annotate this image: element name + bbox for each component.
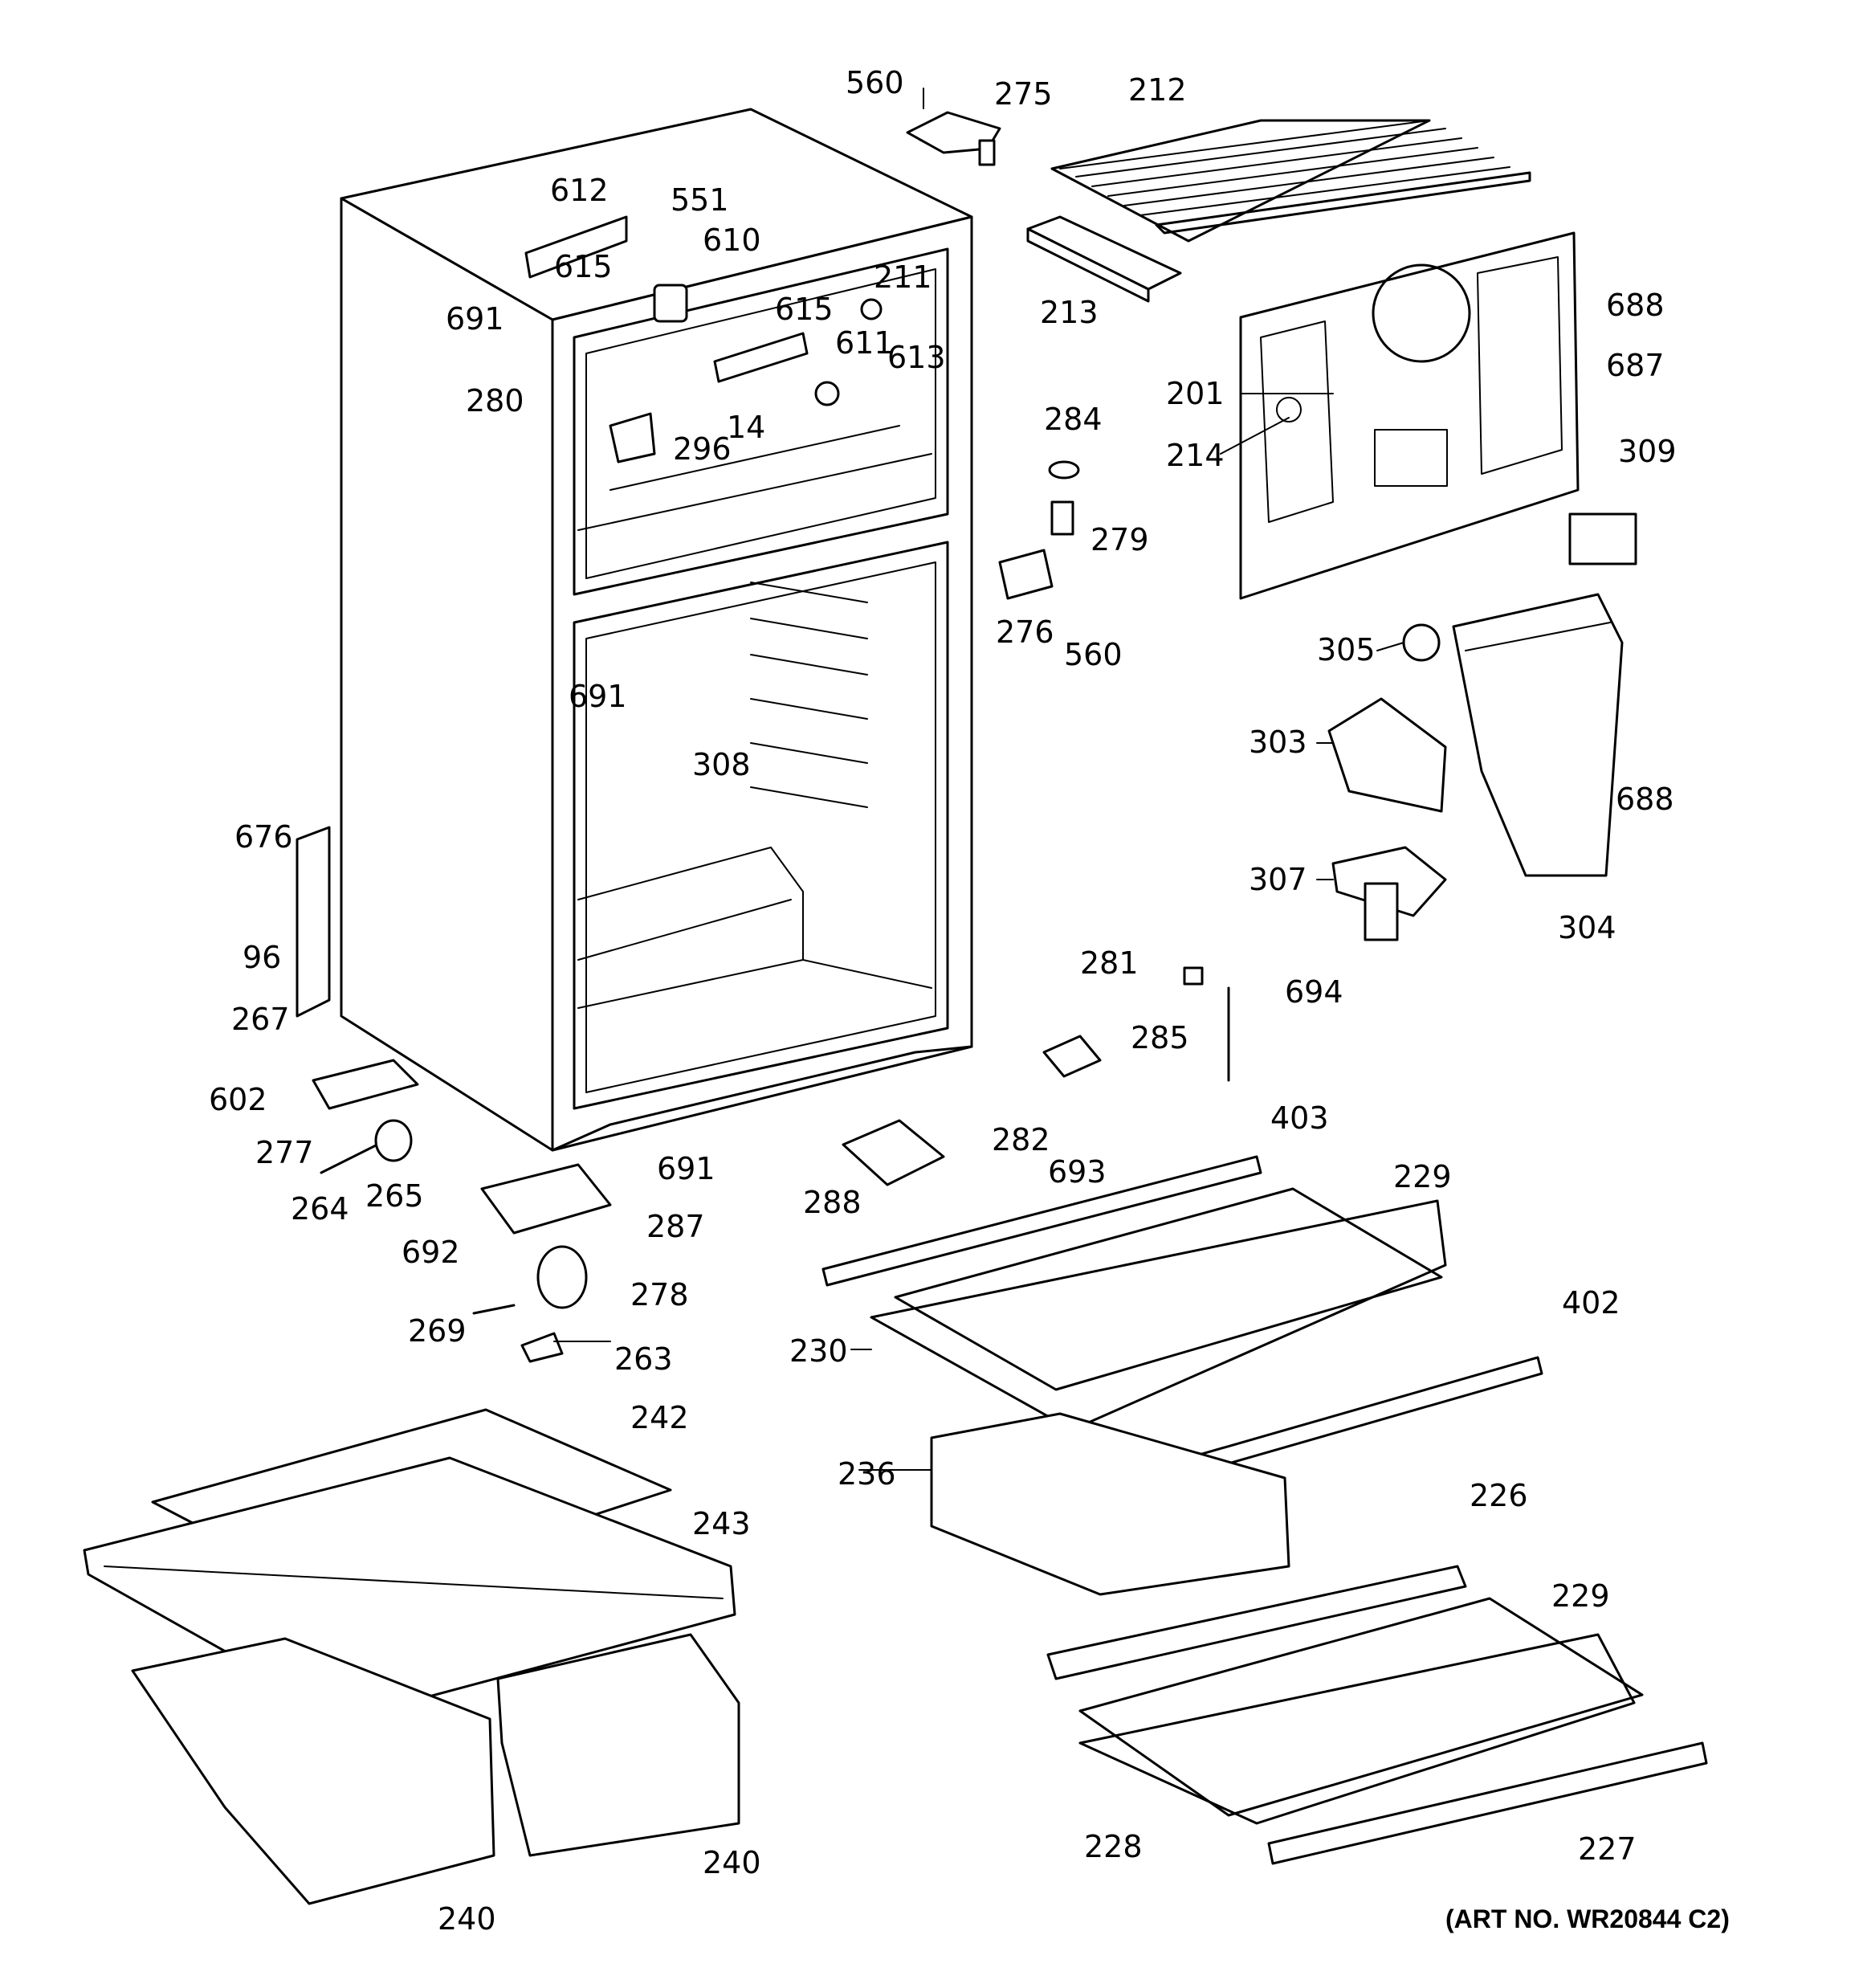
label-551: 551 <box>671 182 729 218</box>
label-240-right: 240 <box>703 1845 761 1880</box>
air-duct-parts <box>1327 593 1624 941</box>
label-96: 96 <box>243 940 281 975</box>
label-402: 402 <box>1562 1285 1620 1321</box>
label-615-b: 615 <box>775 292 834 327</box>
label-265: 265 <box>365 1178 424 1214</box>
label-230: 230 <box>789 1333 848 1369</box>
label-267: 267 <box>231 1002 290 1037</box>
label-287: 287 <box>646 1209 705 1244</box>
crisper-drawer-236 <box>930 1412 1290 1596</box>
label-613: 613 <box>887 340 946 375</box>
label-303: 303 <box>1249 725 1307 760</box>
label-693: 693 <box>1048 1154 1107 1190</box>
label-309 <box>1568 512 1637 565</box>
label-211: 211 <box>874 259 932 295</box>
leader-lines <box>553 393 1404 1471</box>
label-240-left: 240 <box>438 1901 496 1937</box>
label-269: 269 <box>408 1313 467 1349</box>
label-277: 277 <box>255 1135 314 1170</box>
label-612: 612 <box>550 173 609 208</box>
label-263: 263 <box>614 1341 673 1377</box>
label-284: 284 <box>1044 402 1103 437</box>
label-213: 213 <box>1040 295 1099 330</box>
label-688-top: 688 <box>1606 288 1665 323</box>
label-279: 279 <box>1090 522 1149 557</box>
shelf-upper <box>821 1155 1543 1492</box>
lower-hardware <box>296 826 1230 1363</box>
label-296: 296 <box>673 431 732 467</box>
label-226: 226 <box>1470 1478 1528 1513</box>
cabinet <box>340 108 973 1152</box>
part-labels: 560 275 212 612 551 610 615 691 211 615 … <box>209 65 1730 1937</box>
art-number: (ART NO. WR20844 C2) <box>1445 1904 1730 1933</box>
wire-shelf-212 <box>1050 119 1531 243</box>
label-282: 282 <box>992 1122 1050 1157</box>
label-275: 275 <box>994 76 1053 112</box>
label-615-a: 615 <box>554 249 613 284</box>
label-305: 305 <box>1317 632 1376 667</box>
label-403: 403 <box>1270 1100 1329 1136</box>
ice-tray-213 <box>1026 215 1182 303</box>
label-308: 308 <box>692 747 751 782</box>
label-229-upper: 229 <box>1393 1159 1452 1194</box>
label-227: 227 <box>1578 1831 1637 1867</box>
label-236: 236 <box>838 1456 896 1492</box>
label-304: 304 <box>1558 910 1616 945</box>
label-691-mid: 691 <box>569 679 627 714</box>
label-14: 14 <box>727 410 765 445</box>
label-691-top: 691 <box>446 301 504 337</box>
label-280: 280 <box>466 383 524 418</box>
label-264: 264 <box>291 1191 349 1227</box>
label-676: 676 <box>234 819 293 855</box>
label-602: 602 <box>209 1082 267 1117</box>
label-307: 307 <box>1249 862 1307 897</box>
label-281: 281 <box>1080 945 1139 981</box>
label-692: 692 <box>402 1235 460 1270</box>
evaporator-cover-201 <box>1239 231 1580 600</box>
label-285: 285 <box>1131 1020 1189 1055</box>
label-688-mid: 688 <box>1616 782 1674 817</box>
shelf-lower <box>1046 1565 1708 1865</box>
label-611: 611 <box>835 325 894 361</box>
label-610: 610 <box>703 222 761 258</box>
label-560-mid: 560 <box>1064 637 1123 672</box>
label-276: 276 <box>996 614 1054 650</box>
label-560-top: 560 <box>846 65 904 100</box>
label-201: 201 <box>1166 376 1225 411</box>
label-242: 242 <box>630 1400 689 1435</box>
hinge-275 <box>906 88 1001 166</box>
label-288: 288 <box>803 1185 862 1220</box>
label-694: 694 <box>1285 974 1343 1010</box>
damper-parts <box>998 460 1080 600</box>
label-687: 687 <box>1606 348 1665 383</box>
freezer-controls <box>524 215 883 463</box>
label-309: 309 <box>1618 434 1677 469</box>
label-229-lower: 229 <box>1551 1578 1610 1614</box>
label-214: 214 <box>1166 438 1225 473</box>
crisper-pans <box>131 1633 740 1905</box>
label-243: 243 <box>692 1506 751 1541</box>
label-278: 278 <box>630 1277 689 1312</box>
label-228: 228 <box>1084 1829 1143 1864</box>
label-212: 212 <box>1128 72 1187 108</box>
label-691-low: 691 <box>657 1151 715 1186</box>
